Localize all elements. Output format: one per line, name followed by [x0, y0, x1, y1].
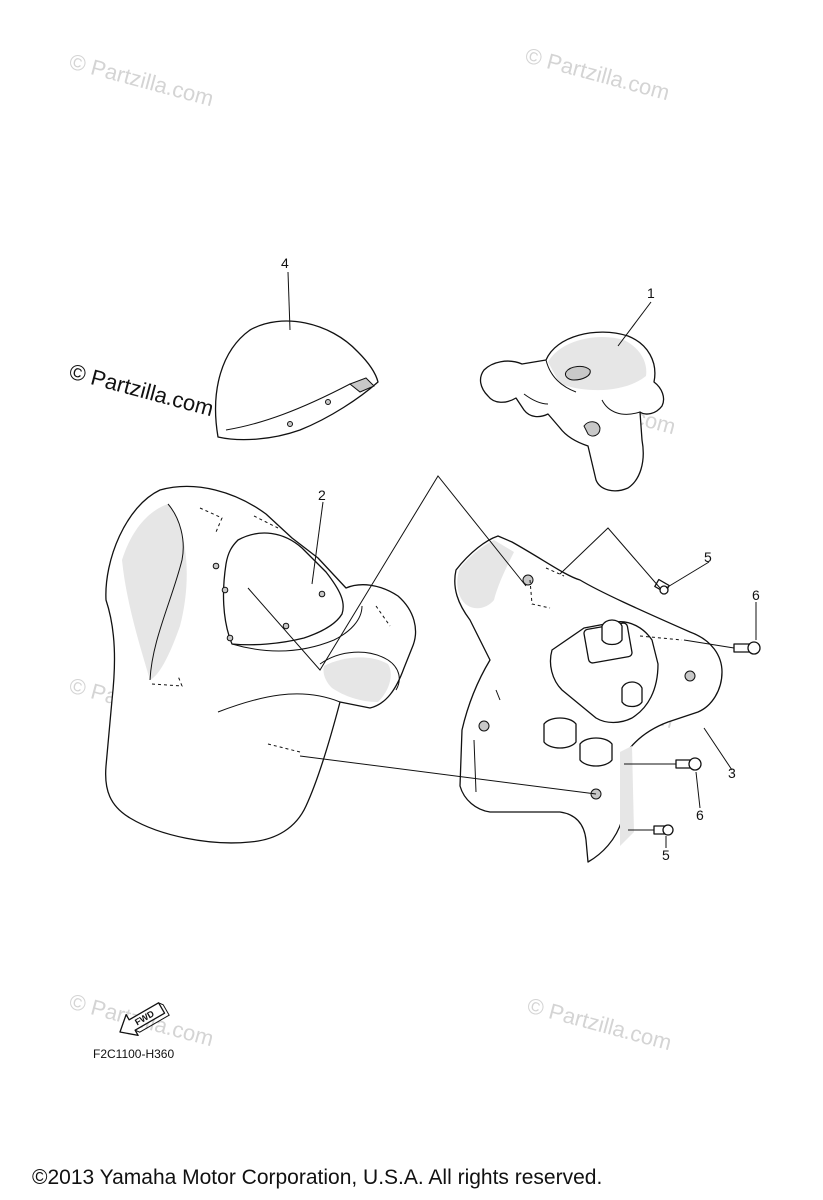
- part-2-front-cover: [104, 485, 417, 844]
- part-1-handle-cover-upper: [479, 331, 665, 492]
- screw-5-lower: [653, 824, 674, 836]
- callout-3: 3: [728, 765, 736, 781]
- watermark-prominent: © Partzilla.com: [67, 359, 217, 422]
- callout-4: 4: [281, 255, 289, 271]
- watermark-bottom-right: © Partzilla.com: [525, 993, 675, 1056]
- copyright-notice: ©2013 Yamaha Motor Corporation, U.S.A. A…: [32, 1166, 602, 1189]
- screw-5-upper: [654, 578, 670, 595]
- callout-5-lower: 5: [662, 847, 670, 863]
- watermark-top-right: © Partzilla.com: [523, 43, 673, 106]
- callout-6-lower: 6: [696, 807, 704, 823]
- callout-6-upper: 6: [752, 587, 760, 603]
- callouts: 4 1 2 5 6 3 6 5: [281, 255, 760, 863]
- leader-lines: [247, 271, 757, 848]
- diagram-code: F2C1100-H360: [93, 1047, 174, 1061]
- bolt-6-upper: [733, 641, 761, 655]
- bolt-6-lower: [675, 757, 702, 771]
- callout-2: 2: [318, 487, 326, 503]
- part-4-handle-cover-top: [214, 320, 379, 441]
- part-3-rear-cover: [454, 535, 723, 863]
- callout-5-upper: 5: [704, 549, 712, 565]
- watermark-top-left: © Partzilla.com: [67, 49, 217, 112]
- callout-1: 1: [647, 285, 655, 301]
